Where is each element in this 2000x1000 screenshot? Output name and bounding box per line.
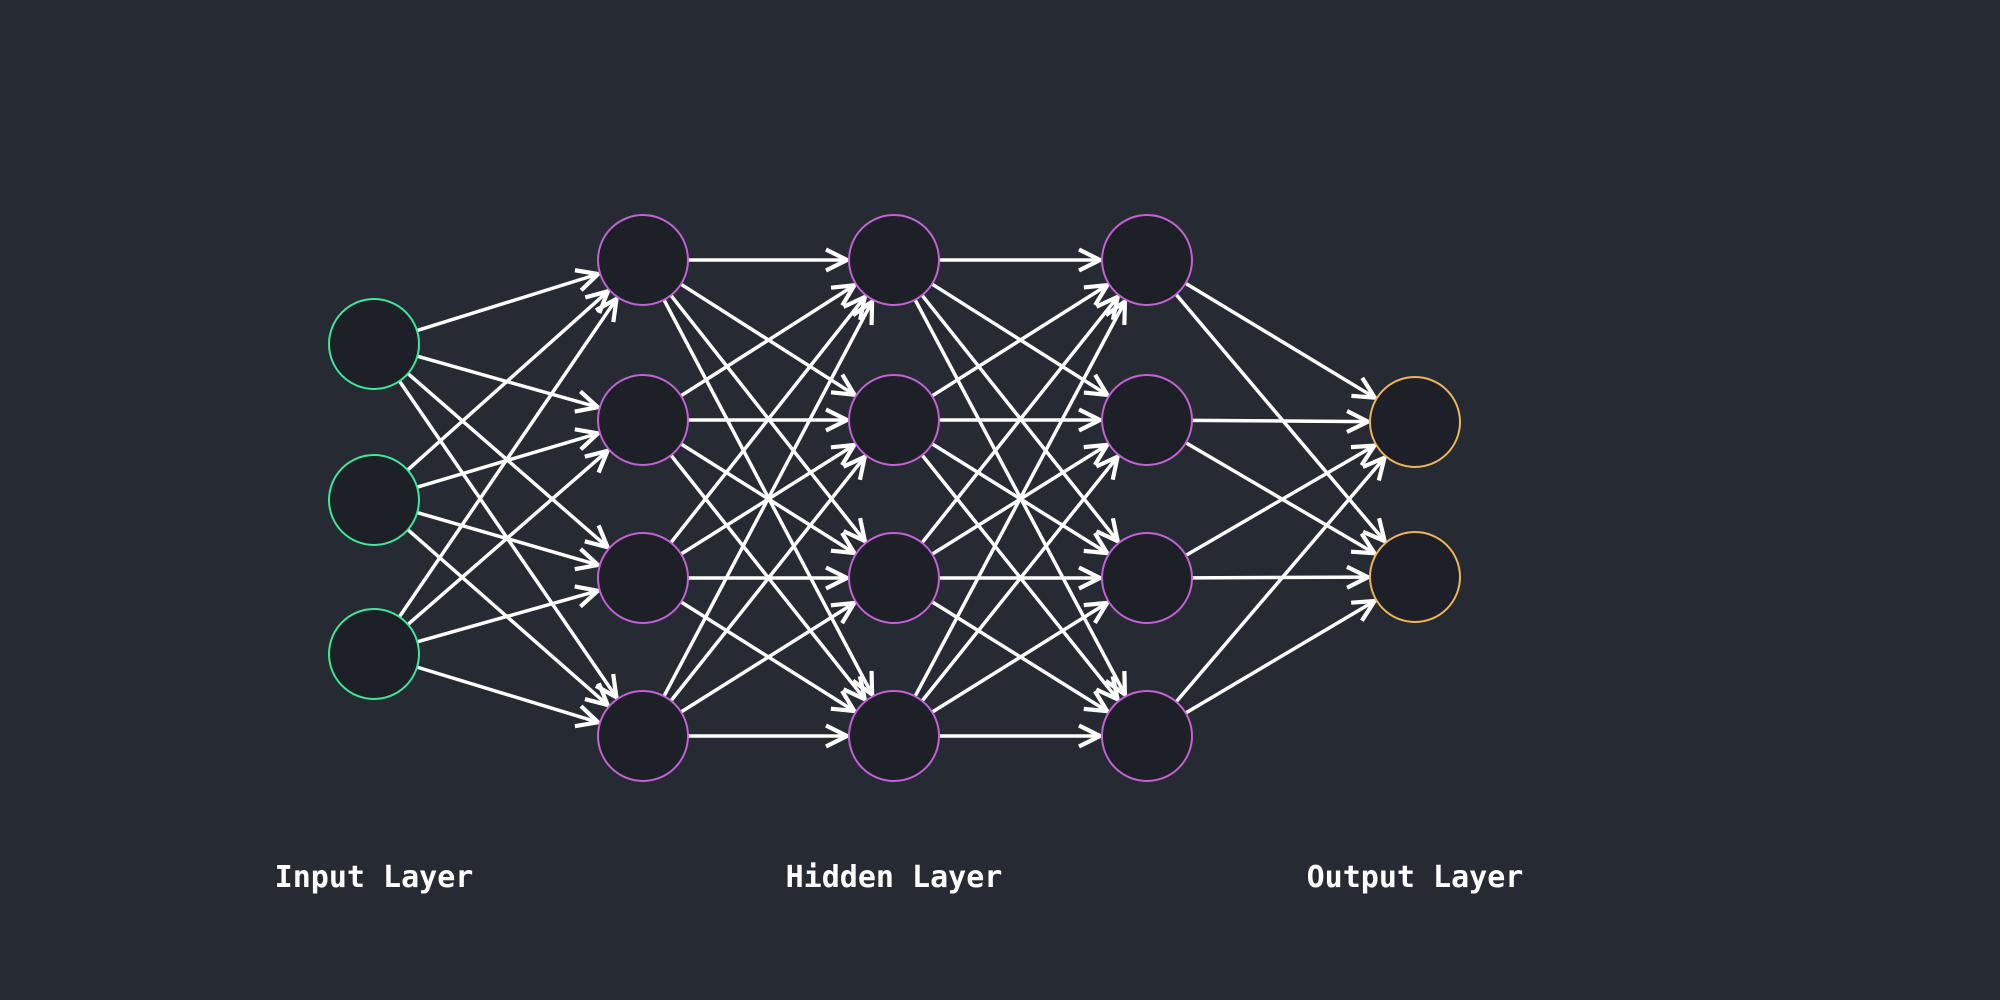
neuron-layer4-1 — [1369, 531, 1461, 623]
edge-l0n2-l1n1 — [406, 451, 608, 626]
edge-l1n3-l2n0 — [662, 302, 872, 698]
edge-l0n2-l1n2 — [416, 591, 597, 644]
neuron-layer3-2 — [1101, 532, 1193, 624]
neuron-layer1-0 — [597, 214, 689, 306]
edge-l2n2-l3n0 — [920, 297, 1118, 544]
edge-l3n0-l4n0 — [1184, 281, 1375, 397]
edge-l1n1-l2n0 — [680, 285, 854, 398]
neuron-layer0-2 — [328, 608, 420, 700]
neuron-layer2-2 — [848, 532, 940, 624]
edge-l1n2-l2n0 — [669, 297, 865, 544]
neurons — [328, 214, 1461, 782]
edge-l0n0-l1n0 — [416, 274, 598, 333]
edge-l0n2-l1n0 — [397, 299, 616, 618]
neuron-layer2-3 — [848, 690, 940, 782]
neuron-layer1-2 — [597, 532, 689, 624]
neuron-layer3-0 — [1101, 214, 1193, 306]
connections — [397, 260, 1385, 736]
output-layer-label: Output Layer — [1306, 860, 1524, 895]
edge-l3n1-l4n1 — [1184, 441, 1375, 553]
edge-l2n3-l3n0 — [913, 302, 1125, 698]
edge-l1n3-l2n2 — [680, 603, 854, 714]
neuron-layer2-1 — [848, 374, 940, 466]
edge-l3n3-l4n0 — [1174, 458, 1384, 703]
neuron-layer3-1 — [1101, 374, 1193, 466]
edge-l3n3-l4n1 — [1184, 601, 1375, 715]
edge-l0n1-l1n0 — [406, 291, 608, 472]
edge-l1n3-l2n1 — [669, 457, 865, 702]
neuron-layer0-0 — [328, 298, 420, 390]
edge-l2n3-l3n1 — [920, 457, 1118, 702]
edge-l3n1-l4n0 — [1191, 420, 1368, 421]
edge-l2n3-l3n2 — [931, 603, 1107, 714]
neuron-layer1-3 — [597, 690, 689, 782]
edge-l2n1-l3n0 — [931, 285, 1107, 398]
edge-l3n2-l4n0 — [1185, 446, 1374, 557]
hidden-layer-label: Hidden Layer — [785, 860, 1003, 895]
input-layer-label: Input Layer — [274, 860, 474, 895]
neuron-layer1-1 — [597, 374, 689, 466]
edge-l3n0-l4n1 — [1174, 293, 1385, 541]
neuron-layer2-0 — [848, 214, 940, 306]
neuron-layer0-1 — [328, 454, 420, 546]
neuron-layer3-3 — [1101, 690, 1193, 782]
edge-l0n2-l1n3 — [416, 665, 598, 722]
neuron-layer4-0 — [1369, 376, 1461, 468]
